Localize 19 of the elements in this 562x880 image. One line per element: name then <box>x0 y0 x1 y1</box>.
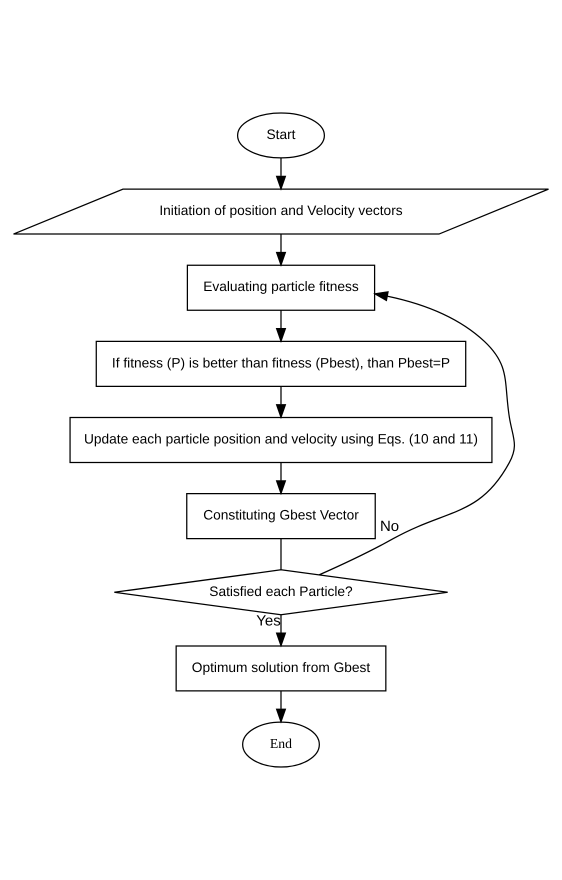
arrow <box>276 234 286 267</box>
arrow <box>276 386 286 420</box>
arrow <box>276 614 286 648</box>
arrow <box>276 158 286 191</box>
node-diamond: Satisfied each Particle? <box>114 569 448 616</box>
arrow <box>276 462 286 496</box>
arrow <box>318 291 515 576</box>
connector <box>280 538 282 570</box>
edge-label: No <box>380 518 400 535</box>
node-box: Update each particle position and velocity using Eqs. (10 and 11) <box>69 416 493 464</box>
arrow <box>276 310 286 343</box>
node-ellipse: Start <box>236 112 326 159</box>
node-box: Evaluating particle fitness <box>186 264 376 311</box>
node-ellipse: End <box>242 721 320 768</box>
node-box: Constituting Gbest Vector <box>186 493 376 540</box>
arrow <box>276 690 286 724</box>
node-box: Optimum solution from Gbest <box>176 645 386 692</box>
edge-label: Yes <box>256 612 281 630</box>
node-box: If fitness (P) is better than fitness (Pbest), than Pbest=P <box>96 340 466 387</box>
